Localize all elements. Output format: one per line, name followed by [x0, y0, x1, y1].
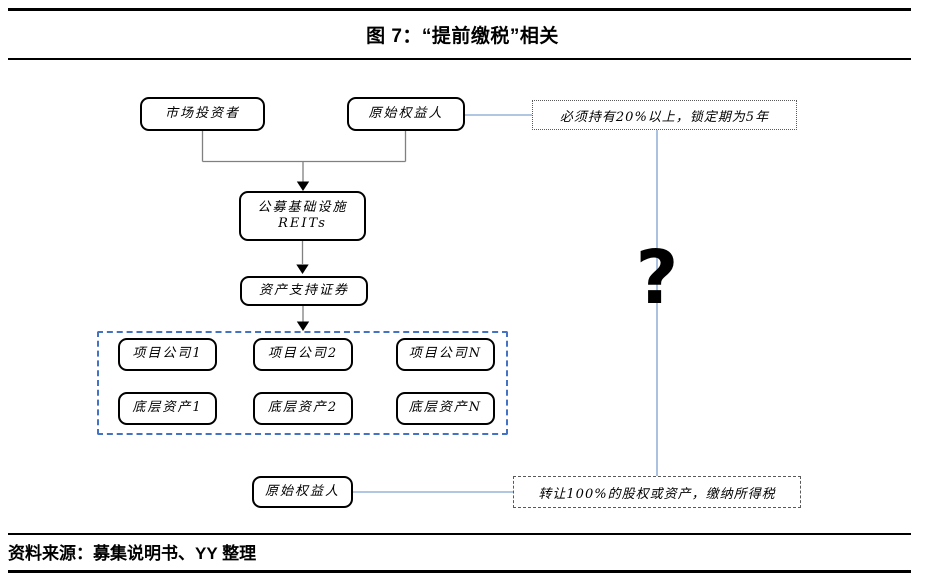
- node-project-company-n: 项目公司N: [396, 338, 495, 371]
- question-mark: ?: [635, 235, 679, 321]
- source-top-rule: [8, 533, 911, 535]
- bottom-rule: [8, 570, 911, 573]
- node-underlying-asset-2: 底层资产2: [253, 392, 353, 425]
- blue-connectors: [353, 114, 658, 493]
- node-original-holder-top: 原始权益人: [347, 97, 465, 131]
- project-group-box: [97, 331, 508, 435]
- node-public-reits: 公募基础设施 REITs: [239, 191, 366, 241]
- node-underlying-asset-n: 底层资产N: [396, 392, 495, 425]
- top-rule: [8, 8, 911, 11]
- arrow-down-icon: [296, 181, 310, 191]
- title-bottom-rule: [8, 58, 911, 60]
- node-original-holder-bottom: 原始权益人: [252, 476, 353, 508]
- node-underlying-asset-1: 底层资产1: [118, 392, 217, 425]
- node-project-company-1: 项目公司1: [118, 338, 217, 371]
- node-public-reits-line2: REITs: [278, 216, 327, 231]
- merge-connector: [201, 131, 407, 182]
- node-project-company-2: 项目公司2: [253, 338, 353, 371]
- node-public-reits-line1: 公募基础设施: [257, 199, 348, 215]
- arrow-down-icon: [296, 321, 310, 331]
- source-note: 资料来源：募集说明书、YY 整理: [8, 544, 257, 563]
- node-market-investor: 市场投资者: [140, 97, 265, 131]
- node-asset-backed-securities: 资产支持证券: [240, 276, 368, 306]
- note-transfer-tax: 转让100%的股权或资产，缴纳所得税: [513, 476, 801, 508]
- note-hold-requirement: 必须持有20%以上，锁定期为5年: [532, 100, 797, 130]
- arrow-down-icon: [296, 264, 309, 274]
- figure-title: 图 7：“提前缴税”相关: [366, 26, 559, 47]
